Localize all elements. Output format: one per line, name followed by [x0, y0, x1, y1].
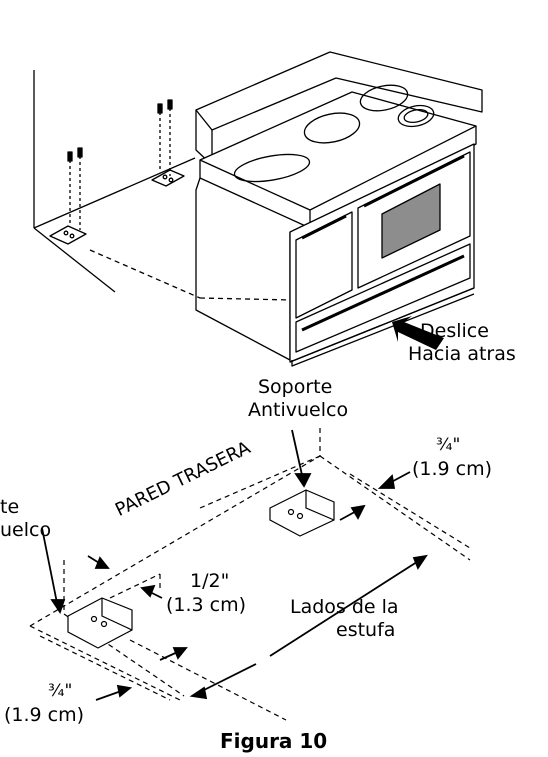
slide-label-line1: Deslice: [420, 320, 489, 342]
sides-label-line1: Lados de la: [290, 596, 399, 618]
dim-half-inch: 1/2": [190, 570, 230, 592]
bracket-right-top: [151, 169, 185, 187]
bracket-top-label-line1: Soporte: [258, 376, 333, 398]
bracket-left-top: [49, 225, 87, 245]
dim-top-cm: (1.9 cm): [412, 458, 493, 480]
sides-label-line2: estufa: [336, 619, 396, 641]
bracket-top-label-line2: Antivuelco: [248, 399, 349, 421]
bracket-left-label-line1: te: [0, 496, 20, 518]
slide-label-line2: Hacia atras: [408, 343, 516, 365]
bracket-left-label-line2: uelco: [0, 519, 52, 541]
dim-bottom-cm: (1.9 cm): [4, 704, 85, 726]
dim-top-fraction: ¾": [436, 435, 461, 455]
dim-half-cm: (1.3 cm): [166, 594, 247, 616]
figure-caption: Figura 10: [220, 729, 328, 753]
push-arrow-icon: [392, 316, 444, 350]
dim-bottom-fraction: ¾": [48, 681, 73, 701]
